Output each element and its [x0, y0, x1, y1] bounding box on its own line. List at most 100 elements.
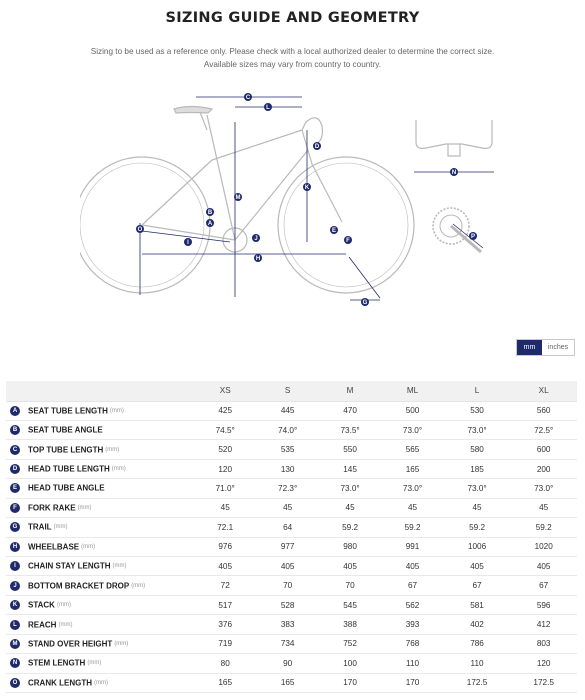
measurement-label: HEAD TUBE LENGTH — [28, 464, 110, 474]
table-cell: 172.5 — [443, 673, 511, 694]
table-cell: 500 — [381, 401, 444, 421]
table-cell: 405 — [318, 556, 382, 577]
table-cell: 405 — [194, 556, 257, 577]
table-cell: 72.1 — [194, 517, 257, 538]
table-cell: 45 — [256, 498, 319, 519]
table-cell: 425 — [194, 401, 257, 421]
measurement-label: REACH — [28, 620, 57, 630]
measurement-unit: (mm) — [112, 563, 127, 570]
table-cell: 581 — [443, 595, 511, 616]
table-cell: 45 — [443, 498, 511, 519]
table-cell: 405 — [510, 556, 577, 577]
label-N: N — [452, 170, 456, 176]
table-cell: 170 — [318, 673, 382, 694]
measurement-letter-badge: D — [10, 464, 20, 475]
table-cell: 73.0° — [318, 478, 382, 499]
table-cell: 74.5° — [194, 420, 257, 441]
measurement-label: TOP TUBE LENGTH — [28, 445, 104, 455]
label-J: J — [254, 236, 257, 242]
measurement-unit: (mm) — [81, 543, 96, 550]
measurement-unit: (mm) — [131, 582, 146, 589]
measurement-letter-badge: J — [10, 580, 20, 591]
frame-chain-stay — [141, 224, 236, 241]
table-cell: 562 — [381, 595, 444, 616]
measurement-label: FORK RAKE — [28, 503, 76, 513]
table-cell: 165 — [381, 459, 444, 480]
table-cell: 70 — [318, 575, 382, 596]
table-cell: 72.5° — [510, 420, 577, 441]
sizing-note-line-2: Available sizes may vary from country to… — [203, 60, 382, 69]
table-cell: 405 — [256, 556, 319, 577]
measurement-unit: (mm) — [77, 504, 92, 511]
table-header-row: XS S M ML L XL — [6, 381, 577, 402]
table-cell: 991 — [381, 537, 444, 558]
table-cell: 64 — [256, 517, 319, 538]
table-cell: 45 — [194, 498, 257, 519]
table-cell: 768 — [381, 634, 444, 655]
table-cell: 535 — [256, 439, 319, 460]
header-measurement — [6, 381, 194, 402]
measurement-letter-badge: C — [10, 444, 20, 455]
frame-down-tube — [234, 149, 309, 241]
bike-geometry-diagram: C L D M B A K E F O I J H G — [80, 93, 415, 306]
table-cell: 405 — [443, 556, 511, 577]
measurement-label: STACK — [28, 600, 55, 610]
measurement-letter-badge: B — [10, 425, 20, 436]
measurement-label: STAND OVER HEIGHT — [28, 639, 113, 649]
table-cell: 73.0° — [381, 420, 444, 441]
table-cell: 59.2 — [443, 517, 511, 538]
table-cell: 528 — [256, 595, 319, 616]
table-cell: 74.0° — [256, 420, 319, 441]
measurement-letter-badge: N — [10, 658, 20, 669]
measurement-label: STEM LENGTH — [28, 658, 86, 668]
measurement-letter-badge: O — [10, 677, 20, 688]
table-cell: 402 — [443, 614, 511, 635]
table-cell: 45 — [510, 498, 577, 519]
table-cell: 67 — [510, 575, 577, 596]
measurement-label: WHEELBASE — [28, 542, 80, 552]
table-cell: 530 — [443, 401, 511, 421]
table-cell: 388 — [318, 614, 382, 635]
table-cell: 393 — [381, 614, 444, 635]
measurement-label: SEAT TUBE LENGTH — [28, 406, 108, 416]
label-D: D — [315, 144, 320, 150]
table-cell: 550 — [318, 439, 382, 460]
measurement-letter-badge: G — [10, 522, 20, 533]
table-cell: 90 — [256, 653, 319, 674]
front-wheel — [277, 156, 415, 294]
seatpost — [199, 111, 208, 131]
table-cell: 59.2 — [318, 517, 382, 538]
table-cell: 803 — [510, 634, 577, 655]
table-cell: 580 — [443, 439, 511, 460]
measurement-unit: (mm) — [105, 446, 120, 453]
table-cell: 172.5 — [510, 673, 577, 694]
measurement-label: CHAIN STAY LENGTH — [28, 561, 111, 571]
measurement-letter-badge: I — [10, 561, 20, 572]
measurement-unit: (mm) — [111, 466, 126, 473]
rear-wheel-rim — [80, 162, 205, 288]
label-O: O — [138, 227, 143, 233]
table-cell: 980 — [318, 537, 382, 558]
table-cell: 185 — [443, 459, 511, 480]
header-size-s: S — [256, 381, 319, 402]
front-wheel-rim — [283, 162, 409, 288]
label-P: P — [471, 234, 475, 240]
unit-inches-button[interactable]: inches — [542, 340, 574, 355]
measurement-letter-badge: H — [10, 541, 20, 552]
frame-top-tube — [211, 129, 303, 161]
table-cell: 596 — [510, 595, 577, 616]
measurement-label: TRAIL — [28, 522, 52, 532]
sizing-note-line-1: Sizing to be used as a reference only. P… — [90, 47, 495, 56]
unit-mm-button[interactable]: mm — [517, 340, 542, 355]
measurement-letter-badge: K — [10, 600, 20, 611]
